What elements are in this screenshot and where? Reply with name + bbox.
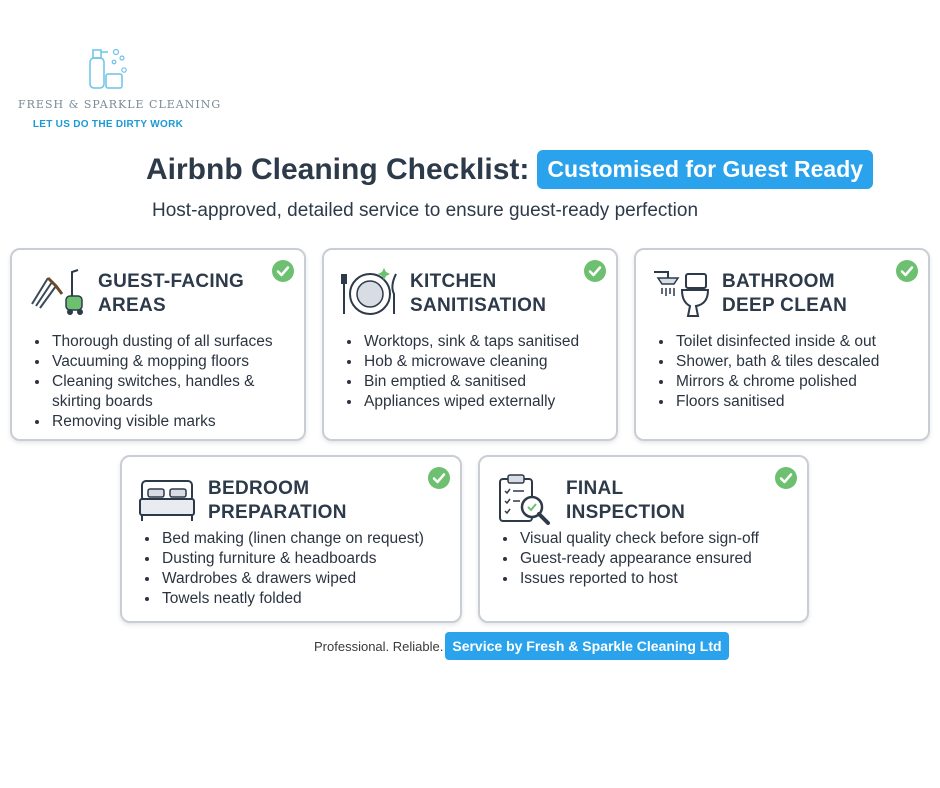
list-item: Guest-ready appearance ensured bbox=[518, 549, 759, 569]
card-title: BATHROOM DEEP CLEAN bbox=[722, 271, 848, 316]
duster-vacuum-icon bbox=[31, 269, 83, 315]
plate-cutlery-icon bbox=[341, 268, 397, 315]
clipboard-magnifier-icon bbox=[499, 474, 550, 525]
list-item: Visual quality check before sign-off bbox=[518, 529, 759, 549]
footer-text: Professional. Reliable. bbox=[314, 638, 444, 654]
card-final-inspection: FINAL INSPECTION Visual quality check be… bbox=[478, 455, 809, 623]
list-item: Vacuuming & mopping floors bbox=[50, 352, 273, 372]
list-item: Wardrobes & drawers wiped bbox=[160, 569, 424, 589]
bed-icon bbox=[139, 480, 195, 521]
card-title: GUEST-FACING AREAS bbox=[98, 271, 245, 316]
list-item: Hob & microwave cleaning bbox=[362, 352, 579, 372]
page-title-row: Airbnb Cleaning Checklist: Customised fo… bbox=[146, 150, 874, 189]
list-item: Floors sanitised bbox=[674, 392, 879, 412]
card-guest-facing-areas: GUEST-FACING AREAS Thorough dusting of a… bbox=[10, 248, 306, 441]
checklist: Toilet disinfected inside & out Shower, … bbox=[656, 332, 879, 412]
list-item: Thorough dusting of all surfaces bbox=[50, 332, 273, 352]
list-item: Issues reported to host bbox=[518, 569, 759, 589]
list-item: Dusting furniture & headboards bbox=[160, 549, 424, 569]
list-item: Shower, bath & tiles descaled bbox=[674, 352, 879, 372]
brand-tagline: LET US DO THE DIRTY WORK bbox=[32, 119, 184, 130]
list-item: Cleaning switches, handles & bbox=[50, 372, 273, 392]
page-subtitle: Host-approved, detailed service to ensur… bbox=[152, 200, 699, 221]
card-title: BEDROOM PREPARATION bbox=[208, 478, 347, 523]
check-circle-icon bbox=[584, 260, 606, 282]
check-circle-icon bbox=[896, 260, 918, 282]
list-item: Bin emptied & sanitised bbox=[362, 372, 579, 392]
checklist: Visual quality check before sign-off Gue… bbox=[500, 529, 759, 589]
card-title: FINAL INSPECTION bbox=[566, 478, 686, 523]
list-item: Towels neatly folded bbox=[160, 589, 424, 609]
list-item: Worktops, sink & taps sanitised bbox=[362, 332, 579, 352]
check-circle-icon bbox=[775, 467, 797, 489]
list-item: Mirrors & chrome polished bbox=[674, 372, 879, 392]
page-title: Airbnb Cleaning Checklist: bbox=[146, 152, 530, 186]
footer-badge: Service by Fresh & Sparkle Cleaning Ltd bbox=[445, 632, 729, 660]
check-circle-icon bbox=[272, 260, 294, 282]
checklist: Thorough dusting of all surfaces Vacuumi… bbox=[32, 332, 273, 432]
card-title: KITCHEN SANITISATION bbox=[410, 271, 547, 316]
check-circle-icon bbox=[428, 467, 450, 489]
brand-name: FRESH & SPARKLE CLEANING bbox=[18, 98, 222, 111]
brand-logo: FRESH & SPARKLE CLEANING LET US DO THE D… bbox=[18, 44, 222, 130]
card-bathroom-deep-clean: BATHROOM DEEP CLEAN Toilet disinfected i… bbox=[634, 248, 930, 441]
shower-toilet-icon bbox=[654, 271, 710, 317]
list-item: Appliances wiped externally bbox=[362, 392, 579, 412]
card-bedroom-preparation: BEDROOM PREPARATION Bed making (linen ch… bbox=[120, 455, 462, 623]
list-item: skirting boards bbox=[52, 393, 153, 410]
checklist: Bed making (linen change on request) Dus… bbox=[142, 529, 424, 609]
title-badge: Customised for Guest Ready bbox=[537, 150, 874, 189]
list-item: Bed making (linen change on request) bbox=[160, 529, 424, 549]
spray-bottle-icon bbox=[89, 48, 127, 89]
list-item: Removing visible marks bbox=[50, 412, 273, 432]
card-kitchen-sanitisation: KITCHEN SANITISATION Worktops, sink & ta… bbox=[322, 248, 618, 441]
checklist: Worktops, sink & taps sanitised Hob & mi… bbox=[344, 332, 579, 412]
footer: Professional. Reliable. Service by Fresh… bbox=[314, 632, 729, 660]
list-item: Toilet disinfected inside & out bbox=[674, 332, 879, 352]
